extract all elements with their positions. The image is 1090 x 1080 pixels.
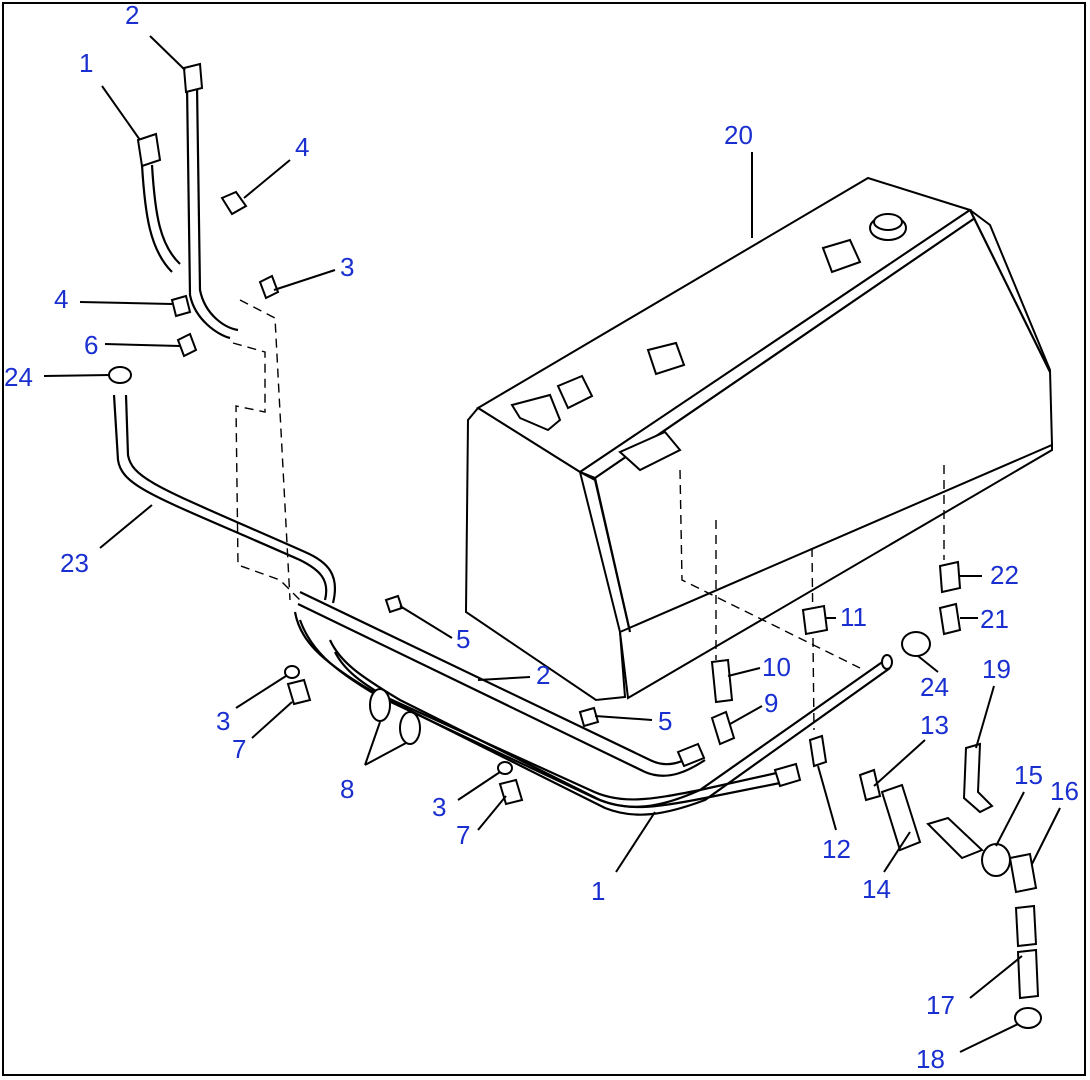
leader-lines bbox=[43, 35, 1061, 1053]
callout-19: 19 bbox=[982, 654, 1011, 684]
callout-11: 11 bbox=[840, 602, 867, 632]
callout-14: 14 bbox=[862, 874, 891, 904]
callout-2-mid: 2 bbox=[536, 660, 550, 690]
callout-7-lower: 7 bbox=[456, 820, 470, 850]
callout-15: 15 bbox=[1014, 760, 1043, 790]
callout-6: 6 bbox=[84, 330, 98, 360]
callout-3-top: 3 bbox=[340, 252, 354, 282]
callout-5-upper: 5 bbox=[456, 624, 470, 654]
callout-9: 9 bbox=[764, 688, 778, 718]
callout-1-bottom: 1 bbox=[591, 876, 605, 906]
callout-4-mid: 4 bbox=[54, 284, 68, 314]
small-parts bbox=[108, 62, 1042, 1029]
callout-22: 22 bbox=[990, 560, 1019, 590]
callout-20: 20 bbox=[724, 120, 753, 150]
callout-10: 10 bbox=[762, 652, 791, 682]
callout-24-left: 24 bbox=[4, 362, 33, 392]
callout-21: 21 bbox=[980, 604, 1009, 634]
callout-8: 8 bbox=[340, 774, 354, 804]
callout-17: 17 bbox=[926, 990, 955, 1020]
callout-18: 18 bbox=[916, 1044, 945, 1074]
callout-23: 23 bbox=[60, 548, 89, 578]
callout-13: 13 bbox=[920, 710, 949, 740]
callout-labels: 1 2 4 3 4 6 24 23 20 5 2 5 3 7 8 3 7 1 1… bbox=[4, 0, 1079, 1074]
callout-3-left: 3 bbox=[216, 706, 230, 736]
callout-3-lower: 3 bbox=[432, 792, 446, 822]
callout-2-top: 2 bbox=[125, 0, 139, 30]
fuel-lines bbox=[112, 84, 893, 816]
fuel-tank bbox=[464, 176, 1054, 731]
callout-4-top: 4 bbox=[295, 132, 309, 162]
callout-7-left: 7 bbox=[232, 734, 246, 764]
callout-1-top: 1 bbox=[79, 48, 93, 78]
callout-5-lower: 5 bbox=[658, 706, 672, 736]
callout-24-right: 24 bbox=[920, 672, 949, 702]
callout-12: 12 bbox=[822, 834, 851, 864]
callout-16: 16 bbox=[1050, 776, 1079, 806]
